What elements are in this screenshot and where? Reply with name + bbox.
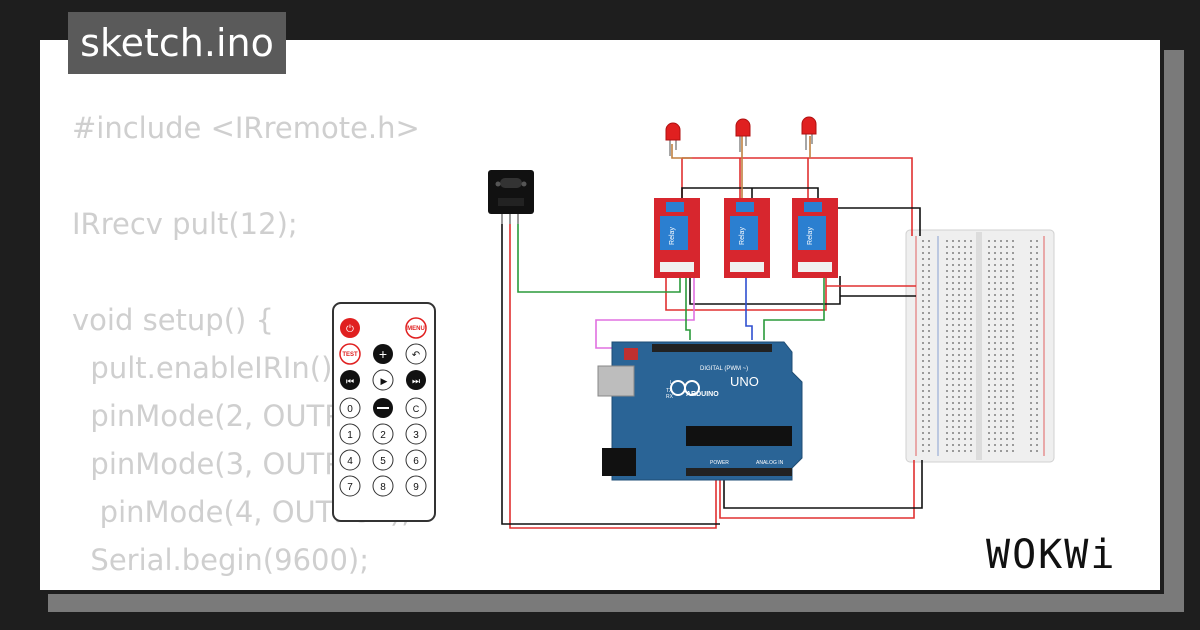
wire-blue	[745, 276, 753, 340]
wires	[501, 136, 923, 529]
power-button[interactable]: ⏻	[340, 318, 360, 338]
led-2[interactable]	[735, 118, 751, 152]
svg-text:0: 0	[347, 404, 353, 415]
power-label: POWER	[710, 460, 729, 466]
code-line: Serial.begin(9600);	[72, 543, 370, 577]
code-line: void setup() {	[72, 303, 274, 337]
svg-text:+: +	[379, 346, 387, 362]
svg-text:3: 3	[413, 430, 419, 441]
digital-header	[652, 344, 772, 352]
svg-text:MENU: MENU	[407, 326, 425, 332]
wire-red-top	[682, 157, 913, 236]
digit-9-button[interactable]: 9	[405, 475, 427, 497]
arduino-uno[interactable]: DIGITAL (PWM ~) ARDUINO UNO L TX RX POWE…	[597, 341, 803, 481]
back-button[interactable]: ↶	[405, 343, 427, 365]
wire-black-top	[681, 187, 819, 200]
svg-text:8: 8	[380, 482, 386, 493]
relay-module-3[interactable]: Relay	[792, 198, 838, 278]
arduino-brand: ARDUINO	[686, 391, 719, 398]
c-button[interactable]: C	[405, 397, 427, 419]
ir-remote[interactable]: ⏻ MENU TEST + ↶ ⏮	[332, 302, 436, 522]
power-jack	[602, 448, 636, 476]
digit-7-button[interactable]: 7	[339, 475, 361, 497]
svg-text:↶: ↶	[412, 350, 420, 361]
svg-text:6: 6	[413, 456, 419, 467]
digit-3-button[interactable]: 3	[405, 423, 427, 445]
digital-pins-label: DIGITAL (PWM ~)	[700, 366, 748, 372]
wokwi-logo-text: WOKWi	[986, 532, 1116, 578]
rx-label: RX	[666, 394, 674, 400]
reset-button	[624, 348, 638, 360]
svg-text:⏻: ⏻	[346, 324, 354, 335]
atmega-chip	[686, 426, 792, 446]
svg-text:7: 7	[347, 482, 353, 493]
relay-label: Relay	[669, 227, 676, 245]
test-button[interactable]: TEST	[339, 343, 361, 365]
analog-label: ANALOG IN	[756, 460, 784, 466]
digit-4-button[interactable]: 4	[339, 449, 361, 471]
minus-button[interactable]	[373, 398, 393, 418]
svg-text:2: 2	[380, 430, 386, 441]
svg-text:9: 9	[413, 482, 419, 493]
code-line: }	[72, 591, 90, 594]
svg-text:▶: ▶	[381, 376, 388, 386]
digit-8-button[interactable]: 8	[372, 475, 394, 497]
breadboard[interactable]	[905, 229, 1055, 463]
relay-module-1[interactable]: Relay	[654, 198, 700, 278]
digit-0-button[interactable]: 0	[339, 397, 361, 419]
svg-text:C: C	[413, 404, 420, 414]
tx-label: TX	[666, 388, 673, 394]
led-1[interactable]	[665, 122, 681, 156]
play-button[interactable]: ▶	[372, 369, 394, 391]
next-button[interactable]: ⏭	[406, 370, 426, 390]
relay-label: Relay	[807, 227, 814, 245]
code-line: pult.enableIRIn();	[72, 351, 343, 385]
arduino-model: UNO	[730, 374, 759, 389]
svg-text:TEST: TEST	[342, 352, 358, 358]
digit-6-button[interactable]: 6	[405, 449, 427, 471]
plus-button[interactable]: +	[373, 344, 393, 364]
prev-button[interactable]: ⏮	[340, 370, 360, 390]
ir-receiver[interactable]	[488, 170, 534, 224]
relay-module-2[interactable]: Relay	[724, 198, 770, 278]
relay-label: Relay	[739, 227, 746, 245]
power-header	[686, 468, 792, 476]
digit-2-button[interactable]: 2	[372, 423, 394, 445]
svg-text:⏭: ⏭	[412, 376, 420, 386]
svg-text:5: 5	[380, 456, 386, 467]
wire-green-ir	[517, 222, 681, 293]
menu-button[interactable]: MENU	[405, 317, 427, 339]
preview-card: #include <IRremote.h> IRrecv pult(12); v…	[36, 36, 1164, 594]
led-3[interactable]	[801, 116, 817, 150]
code-editor: #include <IRremote.h> IRrecv pult(12); v…	[72, 104, 420, 594]
svg-text:4: 4	[347, 456, 353, 467]
code-line: IRrecv pult(12);	[72, 207, 298, 241]
usb-port	[597, 365, 635, 397]
infinity-logo-right	[684, 380, 700, 396]
file-title: sketch.ino	[68, 12, 286, 74]
svg-text:1: 1	[347, 430, 353, 441]
digit-5-button[interactable]: 5	[372, 449, 394, 471]
wokwi-logo[interactable]: WOKWi	[980, 524, 1156, 584]
svg-text:⏮: ⏮	[346, 376, 354, 386]
digit-1-button[interactable]: 1	[339, 423, 361, 445]
led-l-label: L	[670, 380, 673, 386]
code-line: #include <IRremote.h>	[72, 111, 420, 145]
circuit-diagram: Relay Relay Relay DIGITAL (PWM ~)	[488, 116, 1055, 529]
